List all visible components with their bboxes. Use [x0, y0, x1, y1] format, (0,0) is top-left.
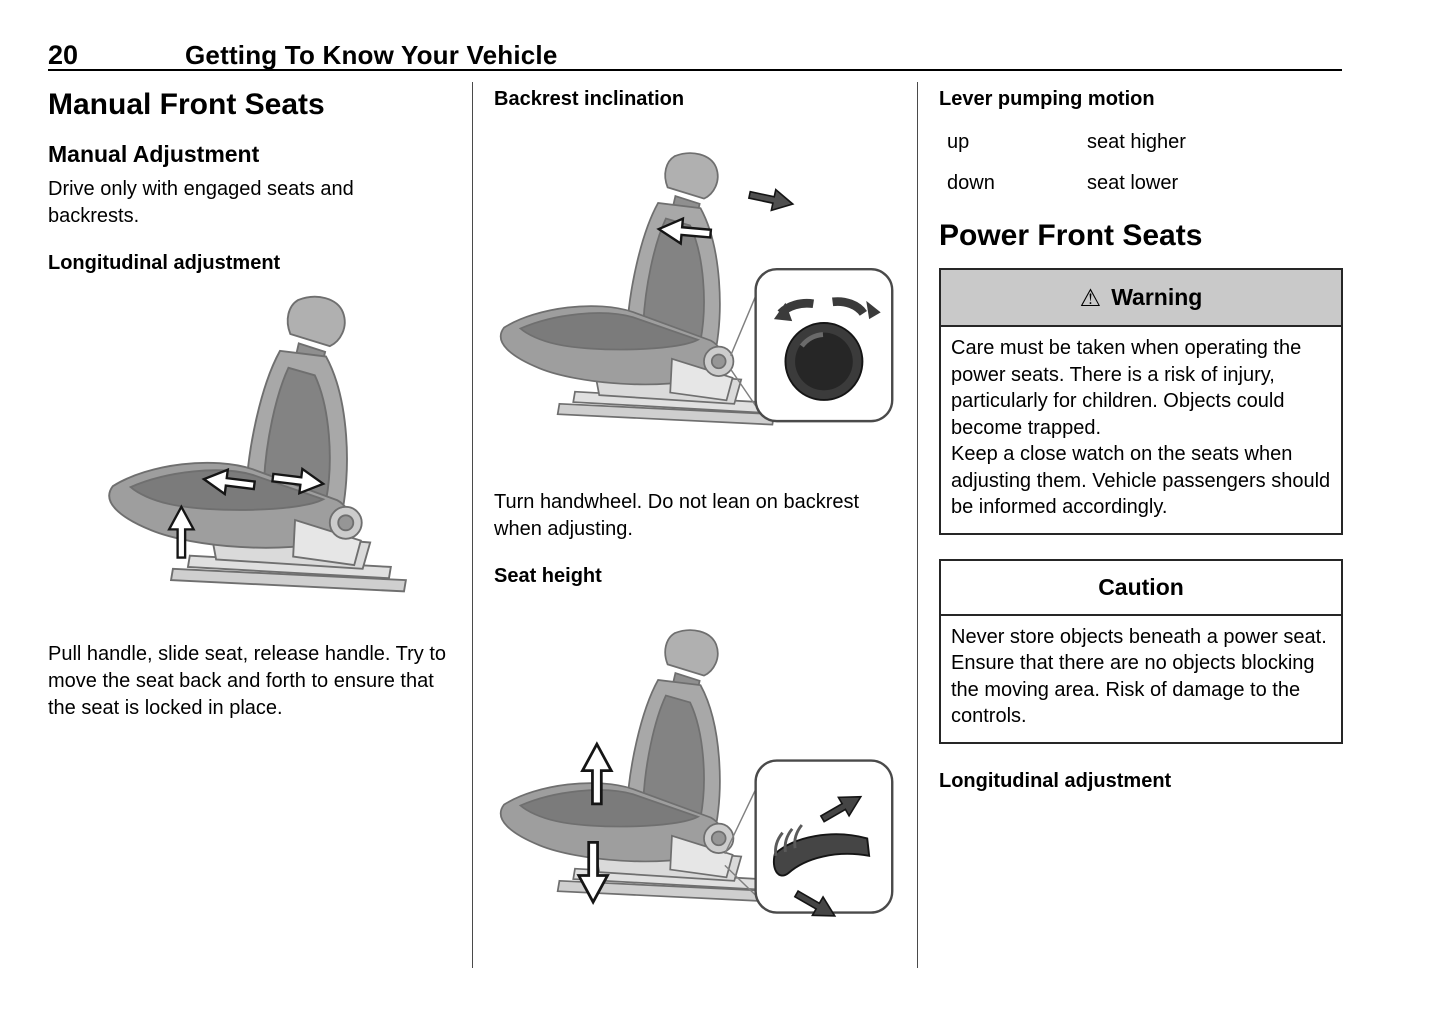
- longitudinal-caption: Pull handle, slide seat, release handle.…: [48, 643, 447, 719]
- page-number: 20: [48, 40, 79, 70]
- warning-box-body: Care must be taken when operating the po…: [939, 327, 1343, 535]
- lever-inset: [754, 759, 894, 926]
- warning-title: Warning: [1111, 284, 1203, 310]
- subsection-title: Manual Adjustment: [48, 141, 260, 167]
- result-cell: seat higher: [1087, 131, 1186, 153]
- seat-longitudinal-illustration: [108, 295, 407, 593]
- power-front-seats-title: Power Front Seats: [939, 219, 1203, 252]
- result-cell: seat lower: [1087, 172, 1179, 194]
- intro-text: Drive only with engaged seats and backre…: [48, 178, 354, 227]
- action-cell: up: [947, 131, 970, 153]
- lever-icon: [772, 833, 871, 877]
- table-row: down seat lower: [939, 170, 1343, 197]
- seat-height-heading: Seat height: [494, 565, 602, 587]
- column-adjustment-illustrations: Backrest inclination Turn h: [494, 88, 898, 950]
- caution-title: Caution: [1098, 573, 1184, 600]
- column-power-front-seats: Lever pumping motion up seat higher down…: [939, 88, 1343, 793]
- column-separator: [917, 82, 918, 968]
- chapter-title: Getting To Know Your Vehicle: [185, 40, 558, 70]
- longitudinal-heading: Longitudinal adjustment: [48, 252, 281, 274]
- power-longitudinal-heading: Longitudinal adjustment: [939, 769, 1172, 792]
- caution-box-body: Never store objects beneath a power seat…: [939, 615, 1343, 744]
- backrest-caption: Turn handwheel. Do not lean on backrest …: [494, 491, 860, 540]
- caution-box-header: Caution: [939, 558, 1343, 616]
- section-title: Manual Front Seats: [48, 88, 325, 121]
- action-cell: down: [947, 172, 995, 194]
- header-rule: [48, 69, 1342, 71]
- lever-pumping-heading: Lever pumping motion: [939, 88, 1155, 110]
- column-separator: [472, 82, 473, 968]
- seat-backrest-illustration: [499, 152, 894, 426]
- table-row: up seat higher: [939, 129, 1343, 156]
- lever-pumping-table: up seat higher down seat lower: [939, 129, 1343, 197]
- seat-height-illustration: [499, 629, 894, 926]
- handwheel-inset: [754, 267, 894, 423]
- backrest-heading: Backrest inclination: [494, 88, 685, 110]
- column-manual-front-seats: Manual Front Seats Manual Adjustment Dri…: [48, 88, 450, 722]
- connector-lines: [724, 789, 757, 896]
- warning-icon: ⚠: [1079, 285, 1102, 312]
- warning-box-header: ⚠ Warning: [939, 268, 1343, 327]
- connector-lines: [729, 295, 757, 407]
